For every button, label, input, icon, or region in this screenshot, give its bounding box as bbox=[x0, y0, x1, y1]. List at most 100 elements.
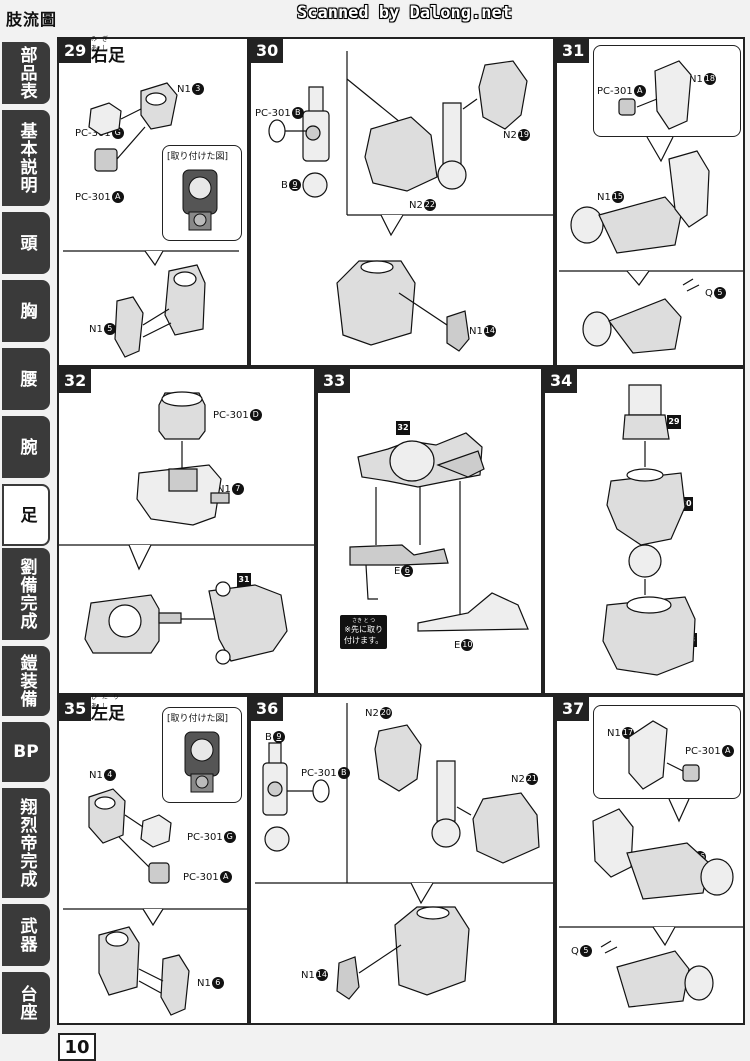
step-34-assembly-illustration bbox=[545, 369, 743, 693]
sidebar-tab-stand[interactable]: 台座 bbox=[2, 972, 50, 1034]
page-header-title: 肢流圖 bbox=[6, 10, 58, 29]
note-ruby: さき と つ bbox=[352, 618, 376, 624]
detail-inset bbox=[593, 705, 741, 799]
step-31-assembly-illustration bbox=[557, 39, 743, 365]
sidebar-tab-label: 腕 bbox=[16, 438, 37, 456]
sidebar-tab-head[interactable]: 頭 bbox=[2, 212, 50, 274]
section-sidebar: 部品表 基本説明 頭 胸 腰 腕 足 劉備完成 鎧装備 BP 翔烈帝完成 武器 … bbox=[0, 34, 52, 1034]
step-34-panel: 34 29 30 33 bbox=[543, 367, 745, 695]
page-number: 10 bbox=[58, 1033, 96, 1061]
reference-step-badge: 31 bbox=[237, 573, 251, 587]
step-number: 32 bbox=[59, 369, 92, 393]
step-title: みぎ あし 右足 bbox=[91, 36, 125, 66]
step-number: 35 bbox=[59, 697, 92, 721]
step-number: 36 bbox=[251, 697, 284, 721]
step-title-ruby: みぎ あし bbox=[91, 36, 114, 52]
step-title: ひだり あし 左足 bbox=[91, 694, 125, 724]
note-line-2: 付けます。 bbox=[344, 636, 384, 645]
step-37-assembly-illustration bbox=[557, 697, 743, 1023]
step-number: 30 bbox=[251, 39, 284, 63]
attached-foot-illustration bbox=[163, 708, 243, 804]
sidebar-tab-chest[interactable]: 胸 bbox=[2, 280, 50, 342]
attached-view-inset: [取り付けた図] bbox=[162, 707, 242, 803]
sidebar-tab-label: 腰 bbox=[16, 370, 37, 388]
sidebar-tab-weapons[interactable]: 武器 bbox=[2, 904, 50, 966]
step-32-assembly-illustration bbox=[59, 369, 314, 693]
sidebar-tab-parts-list[interactable]: 部品表 bbox=[2, 42, 50, 104]
attached-view-inset: [取り付けた図] bbox=[162, 145, 242, 241]
sidebar-tab-label: 鎧装備 bbox=[16, 654, 37, 708]
step-title-text: 左足 bbox=[91, 704, 125, 724]
sidebar-tab-waist[interactable]: 腰 bbox=[2, 348, 50, 410]
step-number: 34 bbox=[545, 369, 578, 393]
sidebar-tab-bp[interactable]: BP bbox=[2, 722, 50, 782]
sidebar-tab-liubei-complete[interactable]: 劉備完成 bbox=[2, 548, 50, 640]
sidebar-tab-emperor-complete[interactable]: 翔烈帝完成 bbox=[2, 788, 50, 898]
step-33-assembly-illustration bbox=[318, 369, 541, 693]
scan-credit: Scanned by Dalong.net bbox=[297, 3, 512, 23]
step-36-assembly-illustration bbox=[251, 697, 553, 1023]
sidebar-tab-leg[interactable]: 足 bbox=[2, 484, 50, 546]
sidebar-tab-label: BP bbox=[13, 741, 39, 762]
sidebar-tab-label: 武器 bbox=[16, 917, 37, 953]
note-line-1: ※先に取り bbox=[344, 625, 383, 634]
step-title-text: 右足 bbox=[91, 46, 125, 66]
step-title-ruby: ひだり あし bbox=[91, 694, 125, 710]
step-number: 29 bbox=[59, 39, 92, 63]
attach-first-note: さき と つ ※先に取り 付けます。 bbox=[340, 615, 388, 649]
inset-caption: [取り付けた図] bbox=[167, 714, 229, 724]
step-35-assembly-illustration bbox=[59, 697, 247, 1023]
sidebar-tab-label: 部品表 bbox=[16, 46, 37, 100]
step-29-assembly-illustration bbox=[59, 39, 247, 365]
sidebar-tab-arm[interactable]: 腕 bbox=[2, 416, 50, 478]
step-number: 33 bbox=[318, 369, 351, 393]
sidebar-tab-label: 胸 bbox=[16, 302, 37, 320]
inset-caption: [取り付けた図] bbox=[167, 152, 229, 162]
step-number: 31 bbox=[557, 39, 590, 63]
sidebar-tab-label: 頭 bbox=[16, 234, 37, 252]
sidebar-tab-label: 劉備完成 bbox=[16, 558, 37, 630]
sidebar-tab-basics[interactable]: 基本説明 bbox=[2, 110, 50, 206]
sidebar-tab-label: 基本説明 bbox=[16, 122, 37, 194]
reference-step-badge: 32 bbox=[396, 421, 410, 435]
attached-foot-illustration bbox=[163, 146, 243, 242]
sidebar-tab-armor[interactable]: 鎧装備 bbox=[2, 646, 50, 716]
reference-step-badge: 29 bbox=[667, 415, 681, 429]
sidebar-tab-label: 台座 bbox=[16, 985, 37, 1021]
sidebar-tab-label: 足 bbox=[16, 506, 37, 524]
step-30-assembly-illustration bbox=[251, 39, 553, 365]
sidebar-tab-label: 翔烈帝完成 bbox=[16, 798, 37, 888]
